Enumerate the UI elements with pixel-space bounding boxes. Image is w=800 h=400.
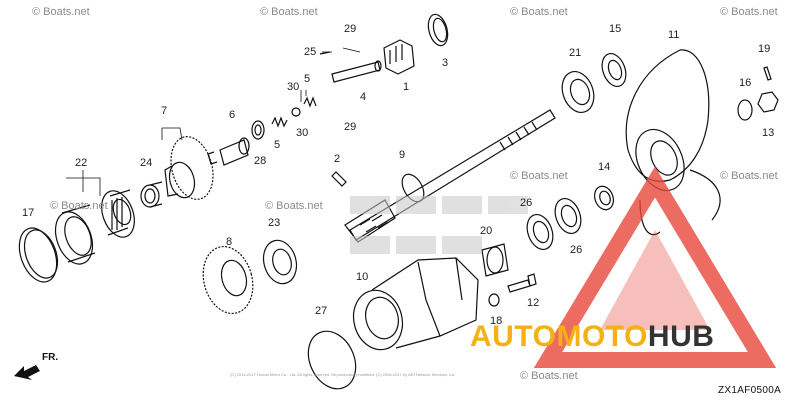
diagram-code: ZX1AF0500A — [718, 385, 782, 396]
part-label-21: 21 — [569, 47, 582, 59]
part-label-16: 16 — [739, 77, 752, 89]
part-22-bearing-race — [54, 204, 96, 265]
part-label-28: 28 — [254, 155, 267, 167]
part-8-bevel-gear — [202, 245, 254, 315]
part-label-5b: 5 — [274, 139, 281, 151]
part-label-25: 25 — [304, 46, 317, 58]
part-label-19: 19 — [758, 43, 771, 55]
part-26-bearing — [526, 197, 582, 251]
watermark-text: © Boats.net — [520, 370, 578, 382]
part-label-11: 11 — [668, 29, 680, 41]
watermark-text: © Boats.net — [50, 200, 108, 212]
warning-triangle-inner — [600, 230, 710, 330]
part-30-spring — [271, 96, 317, 128]
part-28-washer — [251, 120, 265, 140]
part-label-5: 5 — [304, 73, 311, 85]
part-label-20: 20 — [480, 225, 493, 237]
part-22-tapered-bearing — [101, 189, 135, 238]
part-label-3: 3 — [442, 57, 449, 69]
part-27-o-ring — [307, 330, 357, 390]
part-label-27: 27 — [315, 305, 328, 317]
part-21-bearing — [561, 71, 595, 113]
part-12-bolt — [507, 273, 537, 293]
part-14-spacer — [593, 185, 615, 211]
part-label-22: 22 — [75, 157, 88, 169]
part-label-30b: 30 — [296, 127, 309, 139]
part-label-17: 17 — [22, 207, 35, 219]
part-3-ring — [427, 13, 449, 47]
logo-part-automoto: AUTOMOTO — [470, 320, 648, 353]
part-label-9: 9 — [399, 149, 406, 161]
part-15-washer — [601, 52, 627, 88]
part-23-bearing — [262, 239, 298, 285]
part-label-26b: 26 — [570, 244, 583, 256]
part-label-26: 26 — [520, 197, 533, 209]
part-1-clutch — [383, 39, 415, 75]
copyright-notice: (C) 2014-2017 Honda Motor Co., Ltd. All … — [230, 372, 456, 377]
part-label-29: 29 — [344, 23, 357, 35]
part-label-15: 15 — [609, 23, 622, 35]
part-13-nut — [757, 91, 779, 113]
watermark-text: © Boats.net — [720, 6, 778, 18]
watermark-text: © Boats.net — [510, 6, 568, 18]
part-label-29b: 29 — [344, 121, 357, 133]
watermark-text: © Boats.net — [32, 6, 90, 18]
part-6-collar — [207, 137, 250, 166]
part-label-6: 6 — [229, 109, 236, 121]
part-4-shift-rod — [319, 51, 382, 83]
part-label-10: 10 — [356, 271, 369, 283]
part-label-14: 14 — [598, 161, 611, 173]
part-label-30: 30 — [287, 81, 300, 93]
part-label-7: 7 — [161, 105, 168, 117]
part-label-8: 8 — [226, 236, 233, 248]
logo-part-hub: HUB — [647, 320, 715, 353]
part-24-needle-bearing — [140, 181, 163, 208]
honda-marine-watermark — [350, 196, 528, 254]
part-20-needle-bearing — [481, 243, 509, 277]
part-19-cotter-pin — [763, 66, 772, 81]
part-label-2: 2 — [334, 153, 341, 165]
part-7-pinion-gear — [164, 136, 214, 200]
front-direction-arrow — [14, 365, 40, 380]
part-label-13: 13 — [762, 127, 775, 139]
automotohub-logo: AUTOMOTOHUB — [470, 320, 714, 354]
part-label-12: 12 — [527, 297, 540, 309]
part-16-washer — [737, 99, 753, 121]
part-18-washer — [488, 293, 500, 307]
part-17-ring — [18, 227, 59, 283]
watermark-text: © Boats.net — [265, 200, 323, 212]
part-label-24: 24 — [140, 157, 153, 169]
part-10-gear-case — [352, 257, 479, 351]
watermark-text: © Boats.net — [720, 170, 778, 182]
part-2-pin — [331, 171, 347, 187]
part-label-4: 4 — [360, 91, 367, 103]
part-label-23: 23 — [268, 217, 281, 229]
watermark-text: © Boats.net — [260, 6, 318, 18]
front-direction-label: FR. — [42, 352, 59, 363]
watermark-text: © Boats.net — [510, 170, 568, 182]
part-label-1: 1 — [403, 81, 410, 93]
warning-triangle-logo — [533, 166, 777, 368]
part-label-18: 18 — [490, 315, 503, 327]
